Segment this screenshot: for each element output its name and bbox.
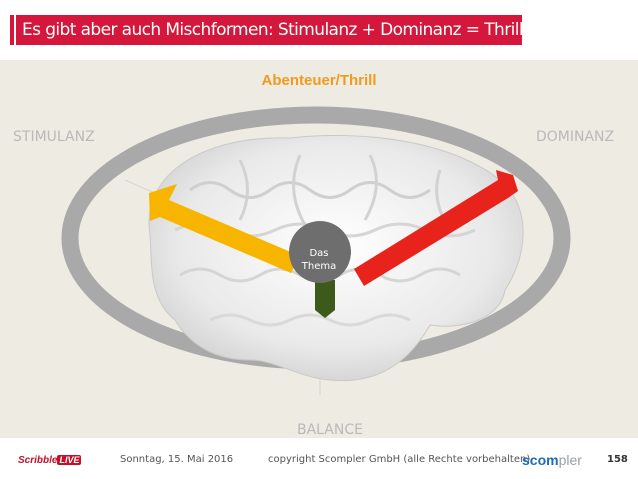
center-text: Das Thema — [288, 247, 350, 273]
scompler-logo: scompler — [522, 452, 582, 468]
logo-right-a: scom — [522, 452, 559, 468]
diagram-stage — [0, 60, 638, 438]
arrow-down — [315, 280, 335, 318]
theme-label: Abenteuer/Thrill — [261, 72, 377, 89]
label-stimulanz: STIMULANZ — [13, 129, 95, 145]
logo-left-text: Scribble — [18, 455, 58, 466]
arrow-stimulanz — [149, 184, 300, 273]
label-dominanz: DOMINANZ — [536, 129, 615, 145]
footer-copyright: copyright Scompler GmbH (alle Rechte vor… — [268, 454, 531, 465]
label-balance: BALANCE — [297, 422, 363, 438]
page-number: 158 — [607, 454, 628, 465]
slide-title: Es gibt aber auch Mischformen: Stimulanz… — [22, 20, 524, 40]
center-line-2: Thema — [301, 261, 337, 272]
center-circle — [289, 221, 351, 283]
title-accent — [10, 15, 14, 45]
footer-date: Sonntag, 15. Mai 2016 — [120, 454, 234, 465]
center-line-1: Das — [309, 248, 329, 259]
arrow-dominanz — [354, 170, 518, 286]
title-bar: Es gibt aber auch Mischformen: Stimulanz… — [10, 15, 524, 45]
logo-left-badge: LIVE — [57, 455, 82, 465]
logo-right-b: pler — [558, 452, 582, 468]
diagram-graphic — [61, 106, 571, 395]
